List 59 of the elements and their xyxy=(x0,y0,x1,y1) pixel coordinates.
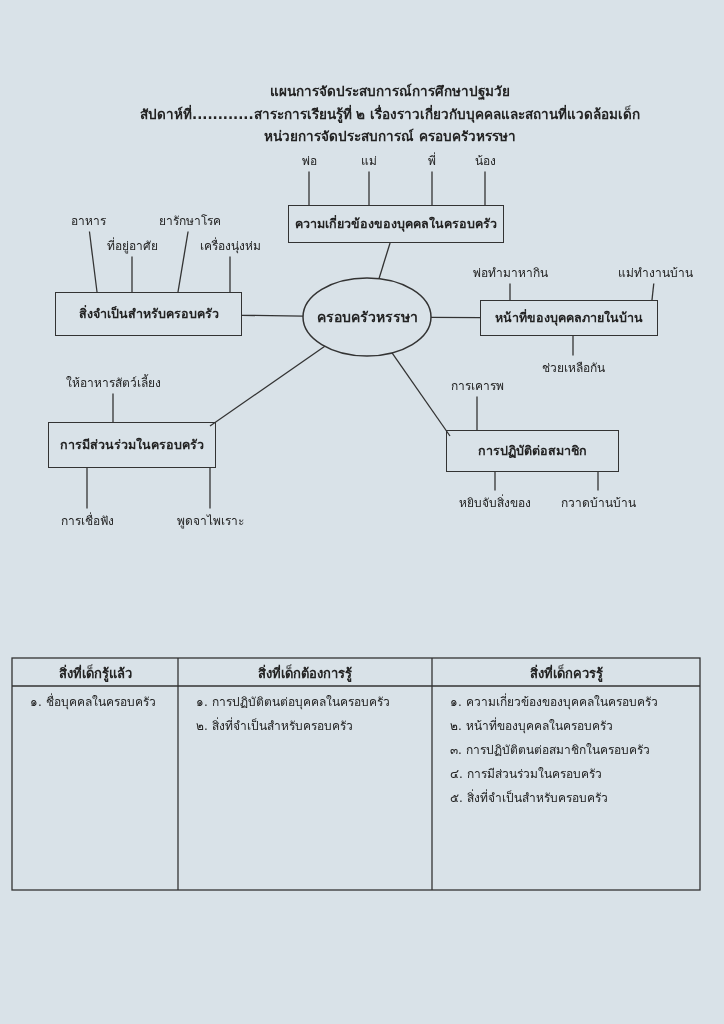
connector-line xyxy=(484,170,486,206)
connector-line xyxy=(88,230,98,293)
list-item: ๑. การปฏิบัติตนต่อบุคคลในครอบครัว xyxy=(196,694,390,711)
topic-box: การมีส่วนร่วมในครอบครัว xyxy=(48,422,216,468)
title: แผนการจัดประสบการณ์การศึกษาปฐมวัย xyxy=(270,82,510,102)
connector-line xyxy=(509,282,511,301)
connector-line xyxy=(112,392,114,423)
branch-text: อาหาร xyxy=(70,210,106,230)
column-header: สิ่งที่เด็กรู้แล้ว xyxy=(58,663,132,684)
connector-line xyxy=(229,255,231,293)
list-item: ๒. สิ่งที่จำเป็นสำหรับครอบครัว xyxy=(196,716,353,735)
branch-text: พ่อ xyxy=(301,150,317,170)
connector-line xyxy=(494,471,496,492)
connector-line xyxy=(430,316,481,319)
branch-text: ที่อยู่อาศัย xyxy=(106,235,158,255)
connector-line xyxy=(368,170,370,206)
list-item: ๑. ชื่อบุคคลในครอบครัว xyxy=(30,692,156,711)
branch-text: กวาดบ้านบ้าน xyxy=(560,492,636,512)
topic-box: การปฏิบัติต่อสมาชิก xyxy=(446,430,619,472)
connector-line xyxy=(391,352,451,437)
connector-line xyxy=(241,314,304,317)
branch-text: แม่ xyxy=(361,150,377,170)
list-item: ๓. การปฏิบัติตนต่อสมาชิกในครอบครัว xyxy=(450,742,650,759)
connector-line xyxy=(476,395,478,431)
center-ellipse: ครอบครัวหรรษา xyxy=(302,277,432,357)
branch-text: พี่ xyxy=(428,150,436,170)
connector-line xyxy=(308,170,310,206)
subtitle: หน่วยการจัดประสบการณ์ ครอบครัวหรรษา xyxy=(264,127,516,146)
branch-text: น้อง xyxy=(474,150,496,170)
branch-text: ช่วยเหลือกัน xyxy=(541,357,605,377)
connector-line xyxy=(177,230,189,293)
topic-box: สิ่งจำเป็นสำหรับครอบครัว xyxy=(55,292,242,336)
connector-line xyxy=(131,255,133,293)
branch-text: การเชื่อฟัง xyxy=(60,510,114,530)
topic-box: ความเกี่ยวข้องของบุคคลในครอบครัว xyxy=(288,205,504,243)
connector-line xyxy=(209,467,211,510)
list-item: ๑. ความเกี่ยวข้องของบุคคลในครอบครัว xyxy=(450,692,658,711)
connector-line xyxy=(378,242,391,280)
branch-text: เครื่องนุ่งห่ม xyxy=(199,235,261,255)
list-item: ๕. สิ่งที่จำเป็นสำหรับครอบครัว xyxy=(450,788,608,807)
connector-line xyxy=(86,467,88,510)
branch-text: พ่อทำมาหากิน xyxy=(472,262,548,282)
branch-text: แม่ทำงานบ้าน xyxy=(617,262,693,282)
connector-line xyxy=(431,170,433,206)
column-header: สิ่งที่เด็กต้องการรู้ xyxy=(258,663,352,684)
connector-line xyxy=(651,282,655,301)
branch-text: ให้อาหารสัตว์เลี้ยง xyxy=(65,372,161,392)
branch-text: ยารักษาโรค xyxy=(159,210,221,230)
connector-line xyxy=(209,345,326,427)
connector-line xyxy=(572,335,574,357)
subtitle: สัปดาห์ที่............สาระการเรียนรู้ที่ ๒ เรื่องราวเกี่ยวกับบุคคลและสถานที่แวดล้อมเด็ก xyxy=(140,104,640,125)
branch-text: หยิบจับสิ่งของ xyxy=(459,492,531,512)
topic-box: หน้าที่ของบุคคลภายในบ้าน xyxy=(480,300,658,336)
list-item: ๒. หน้าที่ของบุคคลในครอบครัว xyxy=(450,716,613,735)
connector-line xyxy=(597,471,599,492)
branch-text: พูดจาไพเราะ xyxy=(176,510,244,530)
branch-text: การเคารพ xyxy=(450,375,504,395)
list-item: ๔. การมีส่วนร่วมในครอบครัว xyxy=(450,766,602,783)
column-header: สิ่งที่เด็กควรรู้ xyxy=(529,663,603,684)
